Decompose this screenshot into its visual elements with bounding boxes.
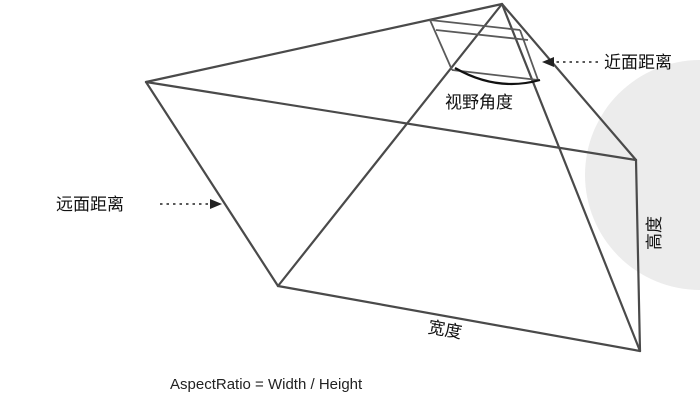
near-plane-right-edge — [519, 29, 539, 81]
near-plane-arrowhead — [542, 57, 554, 67]
edge-apex-bottom-right — [500, 2, 642, 353]
near-plane-left-edge — [429, 19, 453, 71]
fov-label: 视野角度 — [445, 93, 513, 113]
near-plane — [429, 19, 539, 81]
near-plane-inner-line — [435, 29, 529, 41]
fov-arc — [454, 67, 541, 86]
near-plane-top-edge — [429, 19, 521, 31]
far-plane-pointer — [160, 199, 222, 209]
edge-apex-top-right — [500, 2, 638, 162]
near-plane-pointer — [542, 57, 598, 67]
near-plane-label: 近面距离 — [604, 53, 672, 73]
watermark-logo — [585, 60, 700, 290]
far-plane-left-edge — [144, 80, 280, 288]
far-plane-label: 远面距离 — [56, 195, 124, 215]
far-plane-bottom-edge — [276, 284, 642, 353]
far-plane-top-edge — [144, 80, 638, 162]
aspect-ratio-formula: AspectRatio = Width / Height — [170, 376, 363, 393]
far-plane-right-edge — [634, 158, 642, 353]
edge-apex-top-left — [144, 2, 504, 84]
height-label: 高度 — [645, 216, 665, 250]
frustum-edges — [144, 2, 642, 353]
width-label: 宽度 — [426, 318, 463, 344]
far-plane — [144, 80, 642, 353]
near-plane-bottom-edge — [451, 69, 539, 81]
far-plane-arrowhead — [210, 199, 222, 209]
edge-apex-bottom-left — [276, 2, 504, 288]
